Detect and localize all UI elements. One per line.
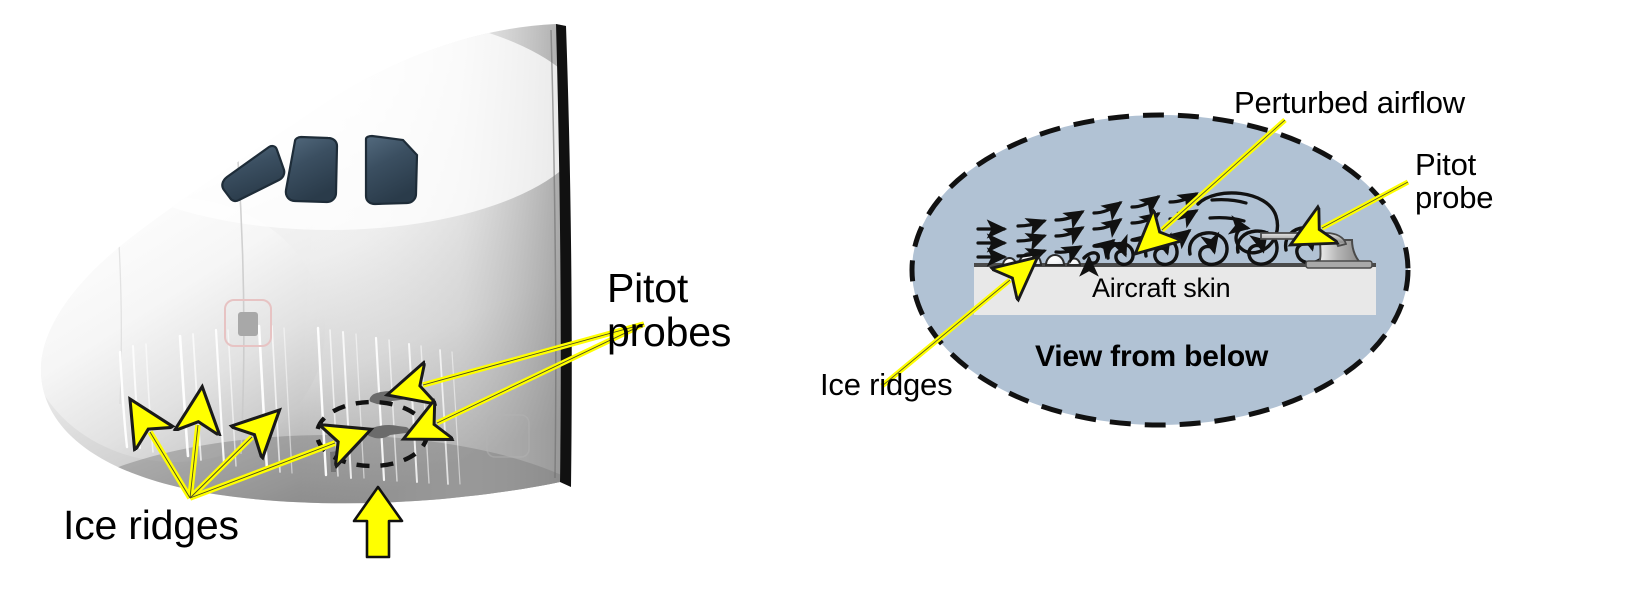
detail-view-illustration xyxy=(880,112,1411,428)
vortex-4 xyxy=(1188,231,1229,267)
fuselage-trailing-edge-highlight xyxy=(550,29,557,479)
ice-ridge-bump-1 xyxy=(1001,257,1018,266)
ice-ridge-bump-4 xyxy=(1066,257,1082,266)
cockpit-window-3 xyxy=(364,134,419,206)
pitot-probes-label: Pitot probes xyxy=(607,265,732,356)
ice-ridge-bump-3 xyxy=(1044,254,1066,266)
aft-access-panel xyxy=(486,414,530,458)
ice-ridge-callout-arrow-outlines xyxy=(149,424,336,499)
fuselage-trailing-edge xyxy=(556,24,572,487)
view-direction-block-arrow xyxy=(352,485,404,559)
view-from-below-label: View from below xyxy=(1035,340,1269,373)
ice-ridges-detail-label: Ice ridges xyxy=(820,367,953,402)
vortex-1 xyxy=(1079,251,1100,277)
detail-callout-arrows xyxy=(880,118,1410,389)
cockpit-windows xyxy=(221,134,419,206)
forward-panel-seam xyxy=(118,243,123,405)
vortex-2 xyxy=(1106,233,1135,266)
pitot-probe-callout-arrow-outlines xyxy=(422,323,645,424)
aircraft-skin-label: Aircraft skin xyxy=(1092,273,1231,303)
ice-ridges-detail-arrow-outline xyxy=(881,279,1011,387)
perturbed-airflow-arrow-outline xyxy=(1161,119,1286,231)
cockpit-window-1 xyxy=(221,144,286,203)
pitot-probe-base xyxy=(1305,260,1373,269)
service-hatch-panel xyxy=(238,312,258,336)
radome-highlight xyxy=(41,198,325,462)
vortex-5 xyxy=(1236,229,1279,266)
cockpit-window-2 xyxy=(284,135,339,204)
ice-ridges-label: Ice ridges xyxy=(63,502,239,548)
perturbed-airflow-label: Perturbed airflow xyxy=(1234,85,1465,120)
service-hatch-outline xyxy=(224,299,272,347)
pitot-probe-detail-arrow-outline xyxy=(1321,181,1409,229)
aircraft-skin-slab xyxy=(974,265,1376,315)
pitot-probe-detail-label: Pitot probe xyxy=(1415,147,1494,216)
nose-pitot-probe-lower xyxy=(367,424,409,439)
